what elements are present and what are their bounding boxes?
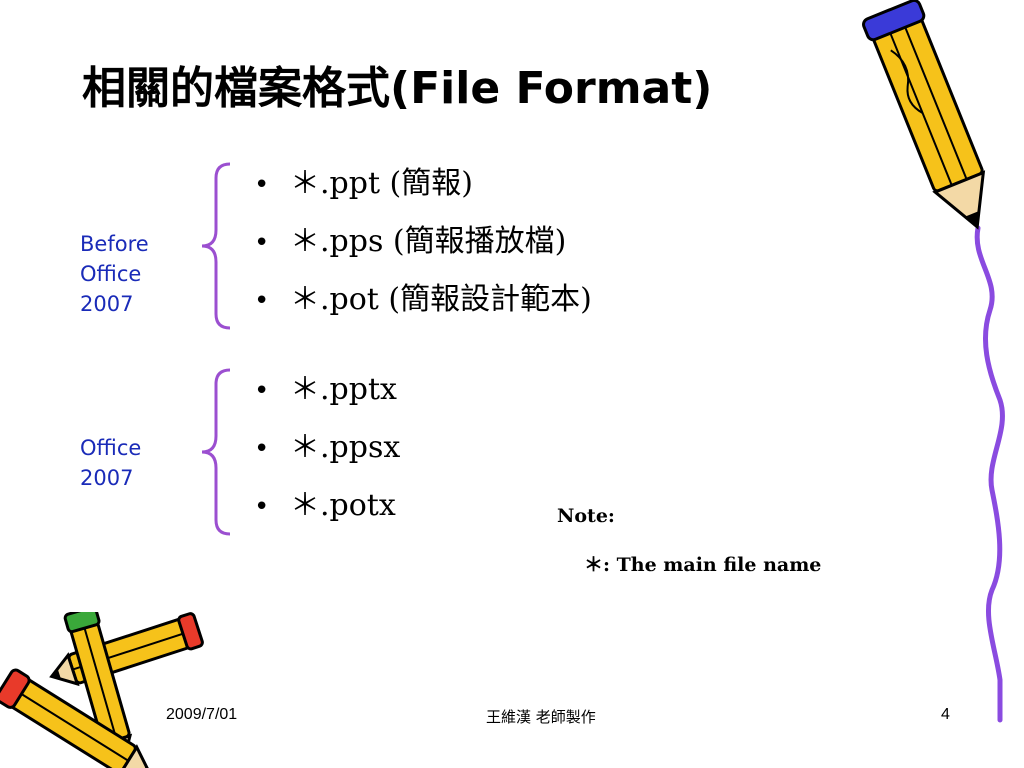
footer-page-number: 4 [941, 706, 950, 723]
group-label-line: Before [80, 232, 149, 256]
footer-author: 王維漢 老師製作 [486, 708, 596, 726]
list-item: • ＊.ppsx [254, 428, 400, 486]
list-item-text: ＊.pot (簡報設計範本) [290, 282, 592, 317]
group-label-line: Office [80, 262, 142, 286]
footer-date: 2009/7/01 [166, 706, 238, 723]
vine-decoration [974, 225, 1005, 723]
group-label-office-2007: Office 2007 [80, 433, 141, 493]
list-item: • ＊.pot (簡報設計範本) [254, 280, 592, 338]
note-text: ＊: The main file name [584, 554, 822, 576]
list-item: • ＊.pptx [254, 370, 400, 428]
bullet-icon: • [254, 170, 270, 200]
list-item-text: ＊.pps (簡報播放檔) [290, 224, 567, 259]
bullet-icon: • [254, 492, 270, 522]
bullet-icon: • [254, 376, 270, 406]
list-item-text: ＊.pptx [290, 372, 397, 407]
curly-brace-icon [201, 162, 231, 330]
group-label-before-office-2007: Before Office 2007 [80, 229, 149, 319]
bullet-list-office-2007-formats: • ＊.pptx • ＊.ppsx • ＊.potx [254, 370, 400, 544]
list-item-text: ＊.ppt (簡報) [290, 166, 473, 201]
group-label-line: 2007 [80, 292, 134, 316]
bullet-icon: • [254, 434, 270, 464]
pencil-icon [862, 0, 1005, 723]
list-item-text: ＊.potx [290, 488, 396, 523]
slide-title: 相關的檔案格式(File Format) [82, 63, 713, 114]
list-item: • ＊.pps (簡報播放檔) [254, 222, 592, 280]
group-label-line: 2007 [80, 466, 134, 490]
curly-brace-icon [201, 368, 231, 536]
bullet-icon: • [254, 228, 270, 258]
list-item: • ＊.potx [254, 486, 400, 544]
bullet-icon: • [254, 286, 270, 316]
pencil-pair-icon [0, 612, 204, 768]
list-item: • ＊.ppt (簡報) [254, 164, 592, 222]
note-heading: Note: [557, 505, 615, 527]
list-item-text: ＊.ppsx [290, 430, 401, 465]
bullet-list-legacy-formats: • ＊.ppt (簡報) • ＊.pps (簡報播放檔) • ＊.pot (簡報設計範… [254, 164, 592, 338]
group-label-line: Office [80, 436, 142, 460]
